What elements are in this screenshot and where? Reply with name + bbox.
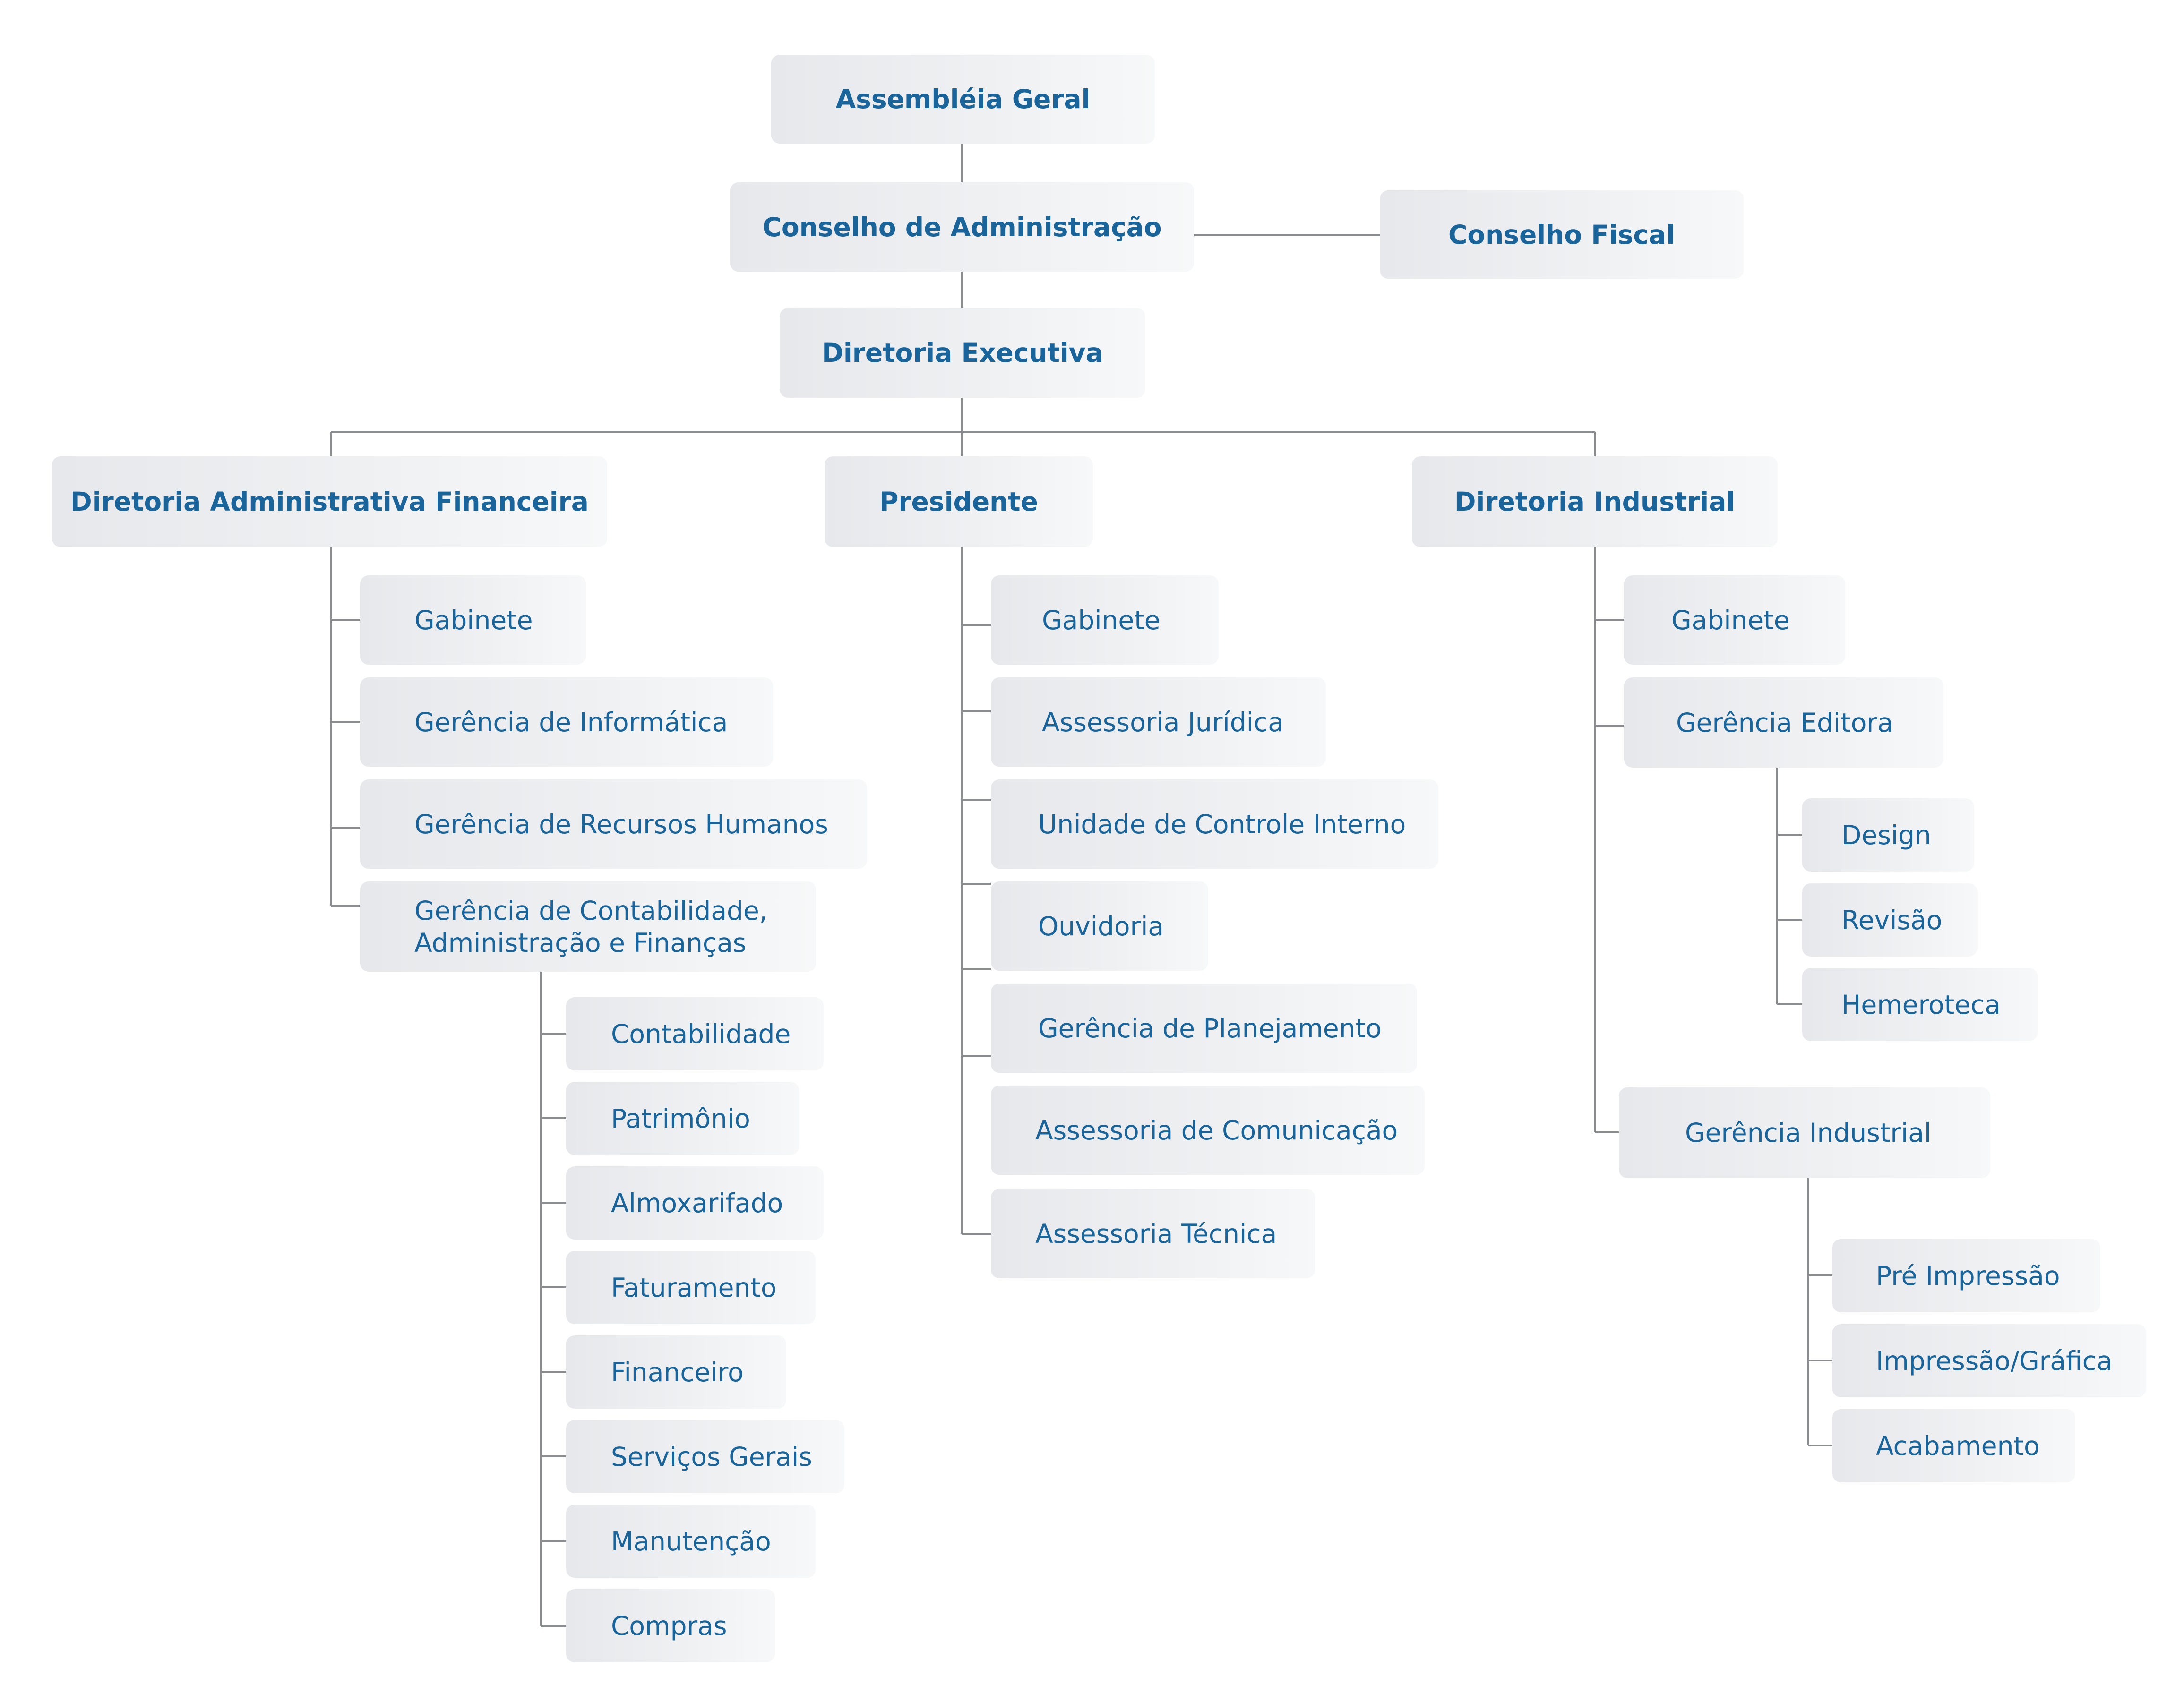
- in-gerencia-editora-node: Gerência Editora: [1624, 677, 1943, 768]
- pr-assessoria-comunicacao-node: Assessoria de Comunicação: [991, 1086, 1425, 1175]
- assembleia-geral-node: Assembléia Geral: [771, 55, 1155, 144]
- almoxarifado-node: Almoxarifado: [566, 1166, 824, 1240]
- servicos-gerais-node: Serviços Gerais: [566, 1420, 844, 1493]
- pr-unidade-controle-interno-node: Unidade de Controle Interno: [991, 779, 1438, 869]
- design-node: Design: [1802, 798, 1974, 872]
- impressao-grafica-node: Impressão/Gráfica: [1832, 1324, 2146, 1397]
- pr-gabinete-node: Gabinete: [991, 575, 1219, 665]
- hemeroteca-node: Hemeroteca: [1802, 968, 2038, 1041]
- contabilidade-node: Contabilidade: [566, 997, 824, 1070]
- pre-impressao-node: Pré Impressão: [1832, 1239, 2100, 1312]
- financeiro-node: Financeiro: [566, 1335, 786, 1409]
- diretoria-industrial-node: Diretoria Industrial: [1412, 456, 1778, 547]
- conselho-administracao-node: Conselho de Administração: [730, 182, 1194, 272]
- manutencao-node: Manutenção: [566, 1505, 816, 1578]
- pr-gerencia-planejamento-node: Gerência de Planejamento: [991, 984, 1417, 1073]
- acabamento-node: Acabamento: [1832, 1409, 2075, 1482]
- pr-ouvidoria-node: Ouvidoria: [991, 881, 1208, 971]
- patrimonio-node: Patrimônio: [566, 1082, 799, 1155]
- faturamento-node: Faturamento: [566, 1251, 816, 1324]
- af-gerencia-contabilidade-node: Gerência de Contabilidade, Administração…: [360, 881, 816, 972]
- af-gerencia-recursos-humanos-node: Gerência de Recursos Humanos: [360, 779, 867, 869]
- diretoria-executiva-node: Diretoria Executiva: [780, 308, 1145, 398]
- revisao-node: Revisão: [1802, 883, 1978, 957]
- compras-node: Compras: [566, 1589, 775, 1662]
- af-gerencia-informatica-node: Gerência de Informática: [360, 677, 773, 767]
- pr-assessoria-tecnica-node: Assessoria Técnica: [991, 1189, 1315, 1278]
- contabilidade-line-2: Administração e Finanças: [414, 927, 747, 958]
- conselho-fiscal-node: Conselho Fiscal: [1380, 190, 1744, 279]
- af-gabinete-node: Gabinete: [360, 575, 586, 665]
- diretoria-administrativa-financeira-node: Diretoria Administrativa Financeira: [52, 456, 607, 547]
- in-gerencia-industrial-node: Gerência Industrial: [1619, 1087, 1990, 1178]
- contabilidade-line-1: Gerência de Contabilidade,: [414, 895, 768, 926]
- pr-assessoria-juridica-node: Assessoria Jurídica: [991, 677, 1326, 767]
- in-gabinete-node: Gabinete: [1624, 575, 1845, 665]
- presidente-node: Presidente: [825, 456, 1093, 547]
